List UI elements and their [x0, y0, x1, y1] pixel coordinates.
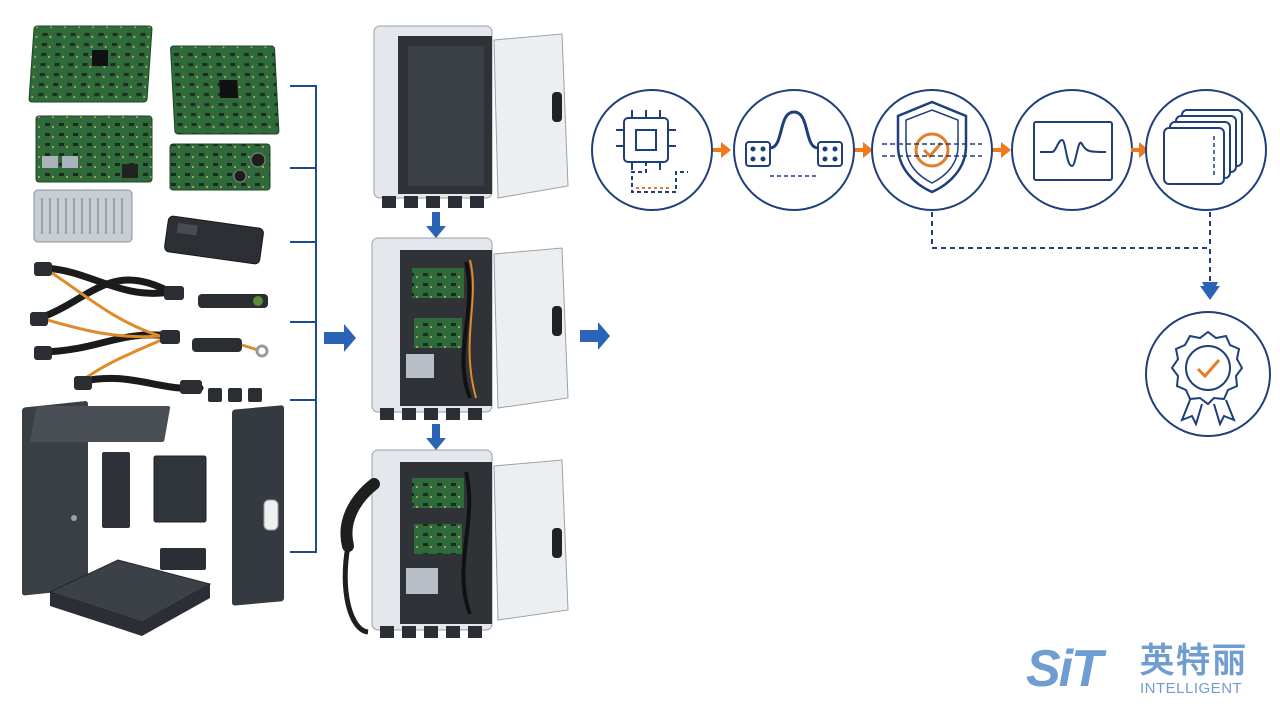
- step-shield-check: [871, 89, 993, 211]
- stage-empty-cabinet: [373, 25, 569, 208]
- component-pcb-1: [28, 25, 153, 103]
- step-certified-badge: [1145, 311, 1271, 437]
- logo-mark: SiT: [1026, 640, 1103, 698]
- step-chip: [591, 89, 713, 211]
- arrow-step4-to-step5: [1131, 142, 1149, 158]
- component-enclosure-panels: [22, 401, 284, 636]
- step-waveform-test: [1011, 89, 1133, 211]
- component-pcb-2: [170, 45, 280, 135]
- dashed-feedback-line: [931, 212, 1218, 298]
- company-logo: SiT 英特丽 INTELLIGENT: [1022, 640, 1262, 704]
- arrow-components-to-assembly: [324, 324, 356, 352]
- component-pcb-3: [35, 115, 153, 183]
- step-stacked-cards: [1145, 89, 1267, 211]
- component-bracket: [290, 85, 317, 553]
- arrow-stage1-to-stage2: [426, 212, 446, 238]
- stage-charger-with-cable: [340, 449, 569, 638]
- arrow-step2-to-step3: [855, 142, 873, 158]
- logo-chinese-name: 英特丽: [1140, 641, 1248, 681]
- arrow-step1-to-step2: [713, 142, 731, 158]
- arrow-stage2-to-stage3: [426, 424, 446, 450]
- arrowhead-to-certification: [1200, 286, 1220, 300]
- component-wire-harness: [30, 262, 204, 394]
- logo-english-name: INTELLIGENT: [1140, 680, 1243, 697]
- step-cable-connection: [733, 89, 855, 211]
- stage-populated-cabinet: [371, 237, 569, 420]
- component-pcb-4: [169, 143, 271, 191]
- component-relay-module: [164, 215, 264, 265]
- arrow-step3-to-step4: [993, 142, 1011, 158]
- component-connectors: [192, 294, 269, 402]
- arrow-assembly-to-process: [580, 322, 610, 350]
- component-aluminum-enclosure: [33, 189, 133, 243]
